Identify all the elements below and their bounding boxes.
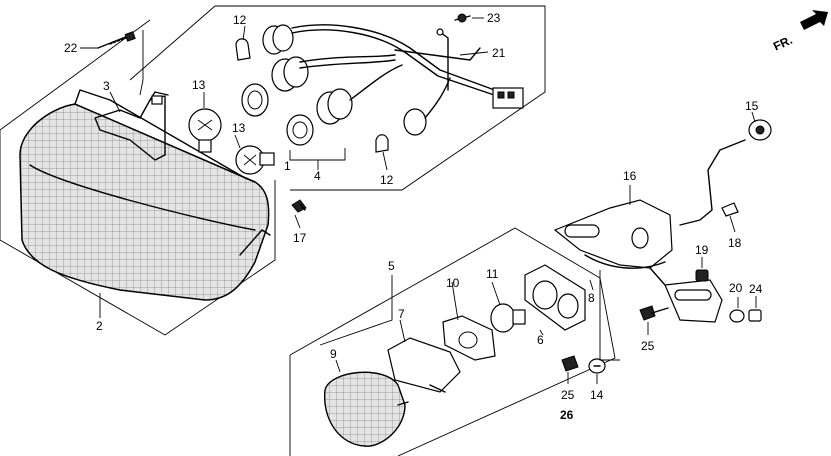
callout-13-lower: 13: [232, 121, 246, 135]
callout-1: 1: [284, 159, 291, 173]
clip-23: [454, 13, 471, 23]
screw-14: [588, 358, 606, 374]
bolt-25-upper: [639, 305, 669, 321]
callout-20: 20: [729, 281, 743, 295]
callout-17: 17: [293, 231, 307, 245]
nut-19: [695, 269, 709, 282]
front-direction-label: FR.: [771, 33, 794, 54]
leader-lines: [80, 17, 757, 384]
callout-8: 8: [588, 291, 595, 305]
callout-5: 5: [388, 259, 395, 273]
callout-3: 3: [103, 79, 110, 93]
callout-16: 16: [623, 169, 637, 183]
callout-2: 2: [96, 319, 103, 333]
screw-22: [97, 31, 136, 49]
license-light-lens: [324, 371, 409, 447]
callout-15: 15: [745, 99, 759, 113]
wire-harness: [262, 24, 524, 136]
callout-7: 7: [398, 307, 405, 321]
callout-12-lower: 12: [380, 173, 394, 187]
bulb-12-upper: [235, 38, 251, 61]
callout-24: 24: [749, 282, 763, 296]
screw-18: [721, 202, 739, 217]
nut-24: [748, 309, 762, 322]
callout-18: 18: [728, 236, 742, 250]
bulb-13-lower: [235, 145, 275, 175]
tail-light-housing: [94, 91, 169, 161]
callout-11: 11: [486, 267, 499, 281]
bulb-11: [490, 303, 526, 333]
callout-13-upper: 13: [192, 78, 206, 92]
license-light-housing: [387, 337, 461, 393]
tail-light-lens: [19, 89, 271, 301]
callout-labels: 22 3 2 13 13 12 12 1 4 17 23 21 5 10 11 …: [64, 11, 795, 422]
bulb-12-lower: [375, 134, 389, 153]
bulb-13-upper: [188, 108, 222, 153]
callout-26: 26: [560, 408, 574, 422]
callout-10: 10: [446, 276, 460, 290]
callout-23: 23: [487, 11, 501, 25]
license-bracket: [553, 199, 723, 323]
callout-9: 9: [330, 347, 337, 361]
bolt-25-lower: [561, 355, 579, 372]
license-light-base: [524, 264, 586, 331]
front-direction-arrow-icon: [800, 10, 828, 30]
washer-20: [729, 309, 745, 323]
grommet-15: [679, 119, 772, 226]
callout-4: 4: [314, 169, 321, 183]
callout-14: 14: [590, 388, 604, 402]
callout-22: 22: [64, 41, 78, 55]
callout-6: 6: [537, 333, 544, 347]
screw-17: [291, 199, 307, 213]
callout-21: 21: [492, 46, 506, 60]
socket-gaskets: [241, 83, 314, 146]
callout-19: 19: [695, 243, 709, 257]
license-gasket: [442, 315, 496, 361]
callout-12-upper: 12: [233, 13, 247, 27]
callout-25-lower: 25: [561, 388, 575, 402]
callout-25-upper: 25: [641, 339, 655, 353]
